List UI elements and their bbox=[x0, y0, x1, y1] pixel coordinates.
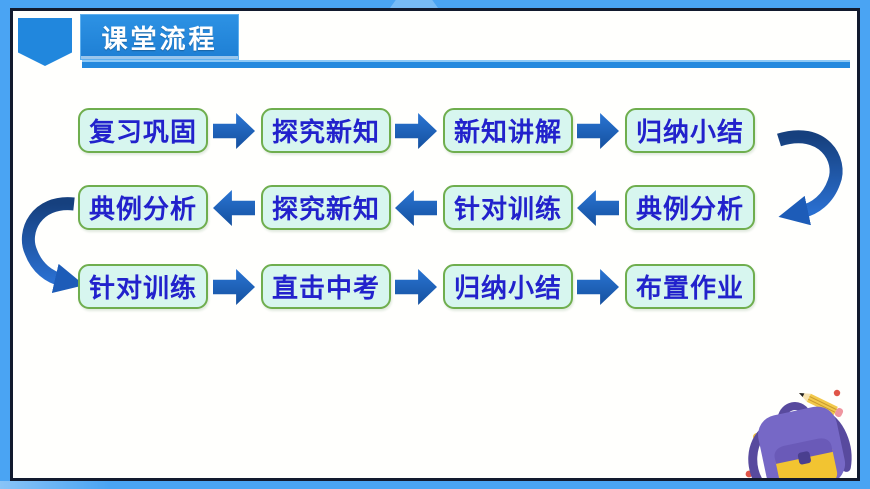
frame-highlight bbox=[0, 481, 110, 489]
flow-box: 探究新知 bbox=[261, 185, 391, 230]
stationery-illustration bbox=[745, 389, 852, 478]
flow-box: 典例分析 bbox=[78, 185, 208, 230]
flow-box-label: 典例分析 bbox=[88, 195, 197, 225]
slide-content-area: 课堂流程 复习巩固 探究新知 新知讲解 归纳小结 典例分析 探究新知 bbox=[10, 8, 860, 481]
frame-highlight bbox=[390, 0, 438, 8]
flow-box-label: 针对训练 bbox=[88, 274, 197, 304]
flow-box: 探究新知 bbox=[261, 108, 391, 153]
curved-arrow-right-down-icon bbox=[777, 130, 843, 226]
arrow-right-icon bbox=[577, 113, 619, 149]
flow-box-label: 复习巩固 bbox=[88, 118, 197, 148]
flow-box-label: 典例分析 bbox=[635, 195, 744, 225]
flow-box: 布置作业 bbox=[625, 264, 755, 309]
bookmark-ribbon-icon bbox=[18, 18, 72, 66]
pencil-icon bbox=[799, 393, 844, 418]
flow-box: 典例分析 bbox=[625, 185, 755, 230]
flow-box: 归纳小结 bbox=[625, 108, 755, 153]
flow-box-label: 归纳小结 bbox=[453, 274, 562, 304]
slide-title: 课堂流程 bbox=[101, 24, 218, 55]
flow-box-label: 归纳小结 bbox=[635, 118, 744, 148]
flow-box-label: 直击中考 bbox=[271, 274, 380, 304]
flow-box-label: 针对训练 bbox=[453, 195, 562, 225]
arrow-left-icon bbox=[577, 190, 619, 226]
flow-box-label: 探究新知 bbox=[271, 118, 380, 148]
curved-arrow-left-down-icon bbox=[21, 197, 82, 294]
confetti-dot bbox=[833, 389, 841, 397]
flow-box: 针对训练 bbox=[78, 264, 208, 309]
backpack-icon bbox=[748, 402, 852, 478]
title-underline bbox=[82, 60, 850, 68]
flow-box-label: 新知讲解 bbox=[453, 118, 562, 148]
flow-box: 复习巩固 bbox=[78, 108, 208, 153]
arrow-right-icon bbox=[213, 113, 255, 149]
flow-box: 新知讲解 bbox=[443, 108, 573, 153]
arrow-left-icon bbox=[395, 190, 437, 226]
arrow-right-icon bbox=[395, 269, 437, 305]
slide-title-box: 课堂流程 bbox=[80, 14, 239, 60]
flow-box-label: 布置作业 bbox=[635, 274, 744, 304]
arrow-left-icon bbox=[213, 190, 255, 226]
flow-box-label: 探究新知 bbox=[271, 195, 380, 225]
arrow-right-icon bbox=[577, 269, 619, 305]
flow-box: 针对训练 bbox=[443, 185, 573, 230]
arrow-right-icon bbox=[395, 113, 437, 149]
flow-box: 直击中考 bbox=[261, 264, 391, 309]
flow-box: 归纳小结 bbox=[443, 264, 573, 309]
arrow-right-icon bbox=[213, 269, 255, 305]
